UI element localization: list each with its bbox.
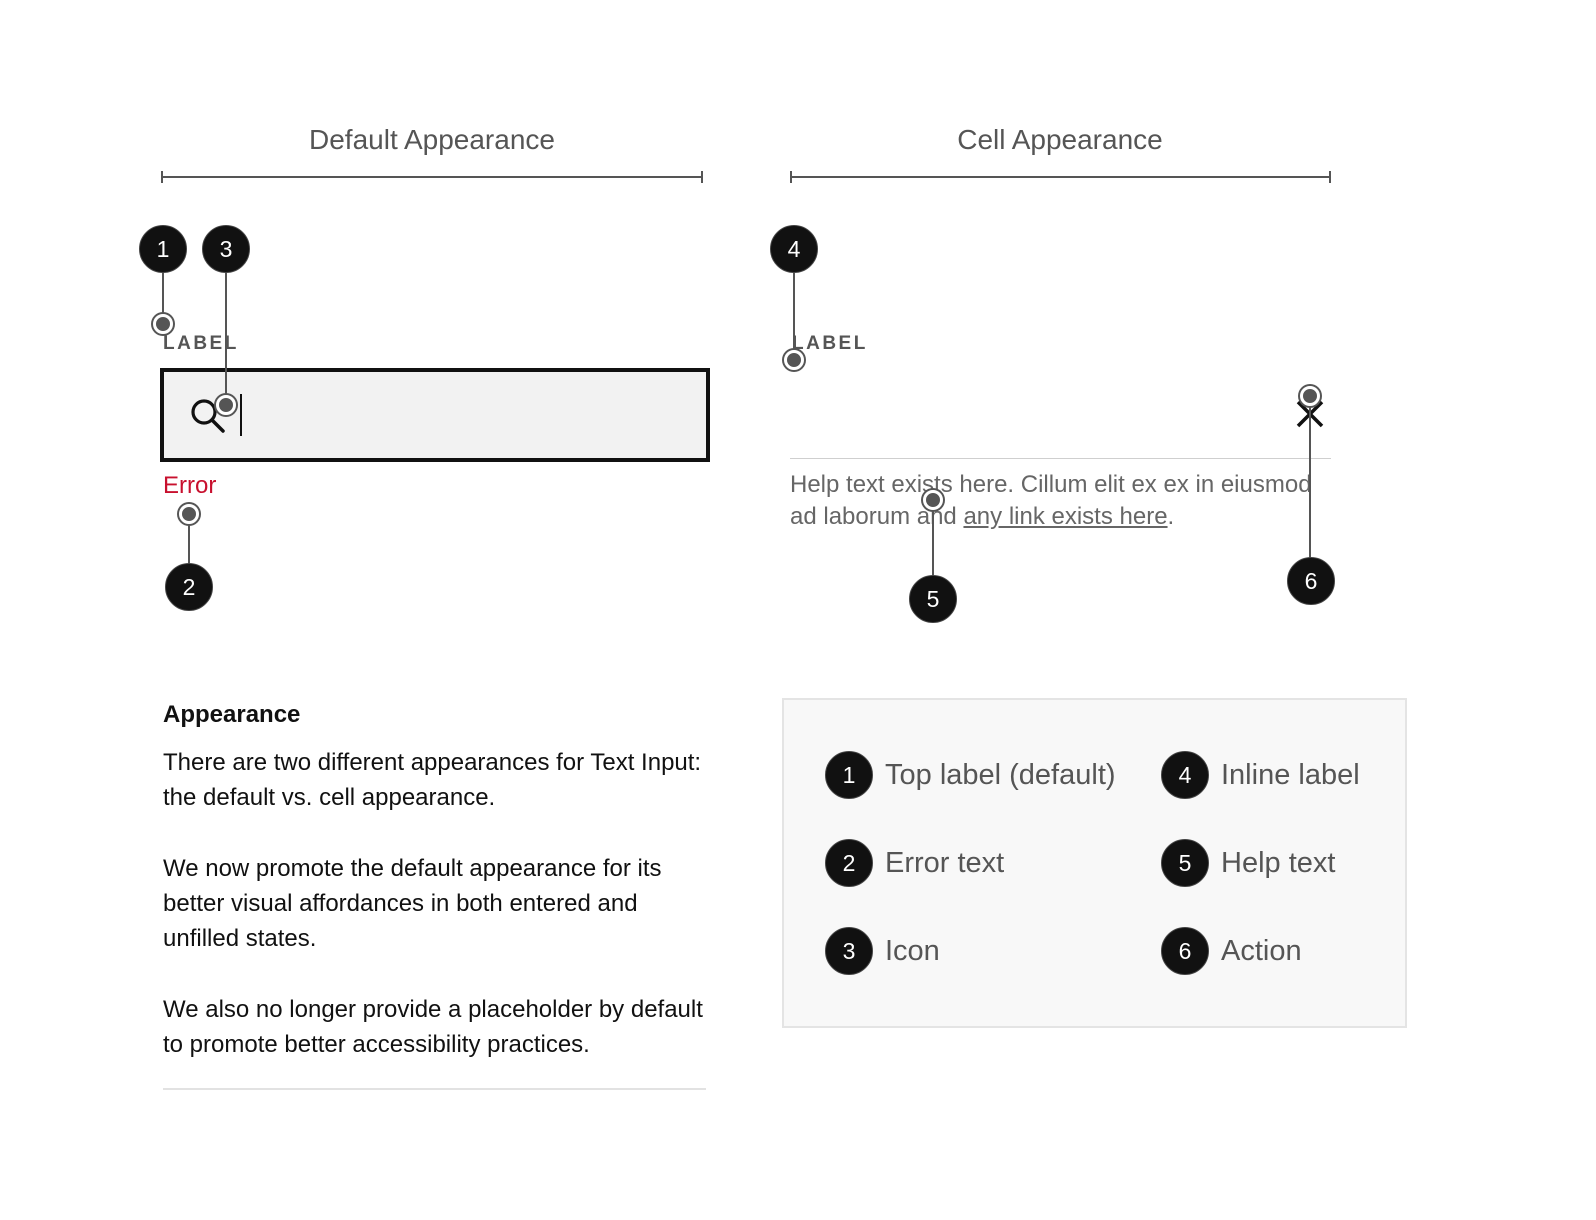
legend-label: Action (1221, 934, 1302, 967)
legend-item-inline-label: 4 Inline label (1161, 751, 1360, 799)
error-text: Error (163, 472, 217, 499)
callout-3-dot (216, 395, 236, 415)
help-link[interactable]: any link exists here (963, 503, 1168, 530)
legend-item-icon: 3 Icon (825, 927, 940, 975)
callout-2-line (188, 514, 190, 574)
callout-4-dot (784, 350, 804, 370)
cell-width-indicator (790, 171, 1331, 183)
legend-badge: 1 (825, 751, 873, 799)
default-text-input[interactable] (160, 368, 710, 462)
top-label: LABEL (163, 333, 239, 354)
callout-6-dot (1300, 386, 1320, 406)
description-paragraph-3: We also no longer provide a placeholder … (163, 996, 703, 1058)
cell-appearance-title: Cell Appearance (957, 124, 1163, 155)
cell-input-divider (790, 458, 1331, 459)
legend-item-error-text: 2 Error text (825, 839, 1004, 887)
callout-3-badge: 3 (202, 225, 250, 273)
legend-label: Inline label (1221, 758, 1360, 791)
callout-6-line (1309, 396, 1311, 562)
callout-1-dot (153, 314, 173, 334)
legend-badge: 2 (825, 839, 873, 887)
search-icon (190, 398, 226, 439)
callout-3-line (225, 260, 227, 405)
callout-4-badge: 4 (770, 225, 818, 273)
text-caret (240, 394, 242, 436)
callout-6-badge: 6 (1287, 557, 1335, 605)
callout-1-badge: 1 (139, 225, 187, 273)
legend-label: Help text (1221, 846, 1336, 879)
callout-5-badge: 5 (909, 575, 957, 623)
default-appearance-title: Default Appearance (309, 124, 555, 155)
legend-item-action: 6 Action (1161, 927, 1302, 975)
legend-item-top-label: 1 Top label (default) (825, 751, 1116, 799)
legend-label: Icon (885, 934, 940, 967)
callout-1-line (162, 260, 164, 324)
callout-2-badge: 2 (165, 563, 213, 611)
inline-label: LABEL (792, 333, 868, 354)
callout-2-dot (179, 504, 199, 524)
description-paragraph-1: There are two different appearances for … (163, 749, 702, 811)
legend-item-help-text: 5 Help text (1161, 839, 1335, 887)
legend-label: Top label (default) (885, 758, 1116, 791)
description-paragraph-2: We now promote the default appearance fo… (163, 855, 662, 952)
help-text: Help text exists here. Cillum elit ex ex… (790, 469, 1335, 533)
legend-label: Error text (885, 846, 1005, 879)
legend-badge: 6 (1161, 927, 1209, 975)
default-width-indicator (161, 171, 703, 183)
description-divider (163, 1088, 706, 1090)
legend-badge: 3 (825, 927, 873, 975)
callout-5-dot (923, 490, 943, 510)
callout-5-line (932, 500, 934, 580)
legend-badge: 5 (1161, 839, 1209, 887)
callout-4-line (793, 260, 795, 360)
appearance-heading: Appearance (163, 701, 301, 728)
help-text-end: . (1167, 503, 1175, 530)
cell-text-input[interactable] (790, 368, 1330, 458)
legend-badge: 4 (1161, 751, 1209, 799)
legend-panel (782, 698, 1407, 1028)
